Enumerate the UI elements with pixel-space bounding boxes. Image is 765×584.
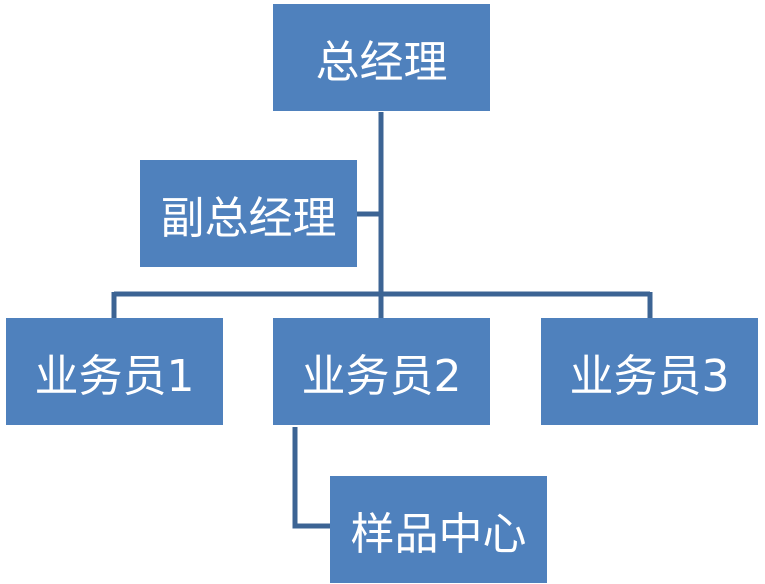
salesperson-3-label: 业务员3 xyxy=(569,350,730,402)
salesperson-3-box: 业务员3 xyxy=(541,318,758,425)
general-manager-box: 总经理 xyxy=(273,4,490,111)
general-manager-label: 总经理 xyxy=(315,36,448,88)
salesperson-2-box: 业务员2 xyxy=(273,318,490,425)
deputy-general-manager-box: 副总经理 xyxy=(140,160,357,267)
deputy-general-manager-label: 副总经理 xyxy=(160,192,337,244)
salesperson-2-label: 业务员2 xyxy=(301,350,462,402)
sample-center-box: 样品中心 xyxy=(330,476,547,583)
sample-center-label: 样品中心 xyxy=(350,508,527,560)
salesperson-1-box: 业务员1 xyxy=(6,318,223,425)
salesperson-1-label: 业务员1 xyxy=(34,350,195,402)
connector-sample-center xyxy=(292,427,330,529)
